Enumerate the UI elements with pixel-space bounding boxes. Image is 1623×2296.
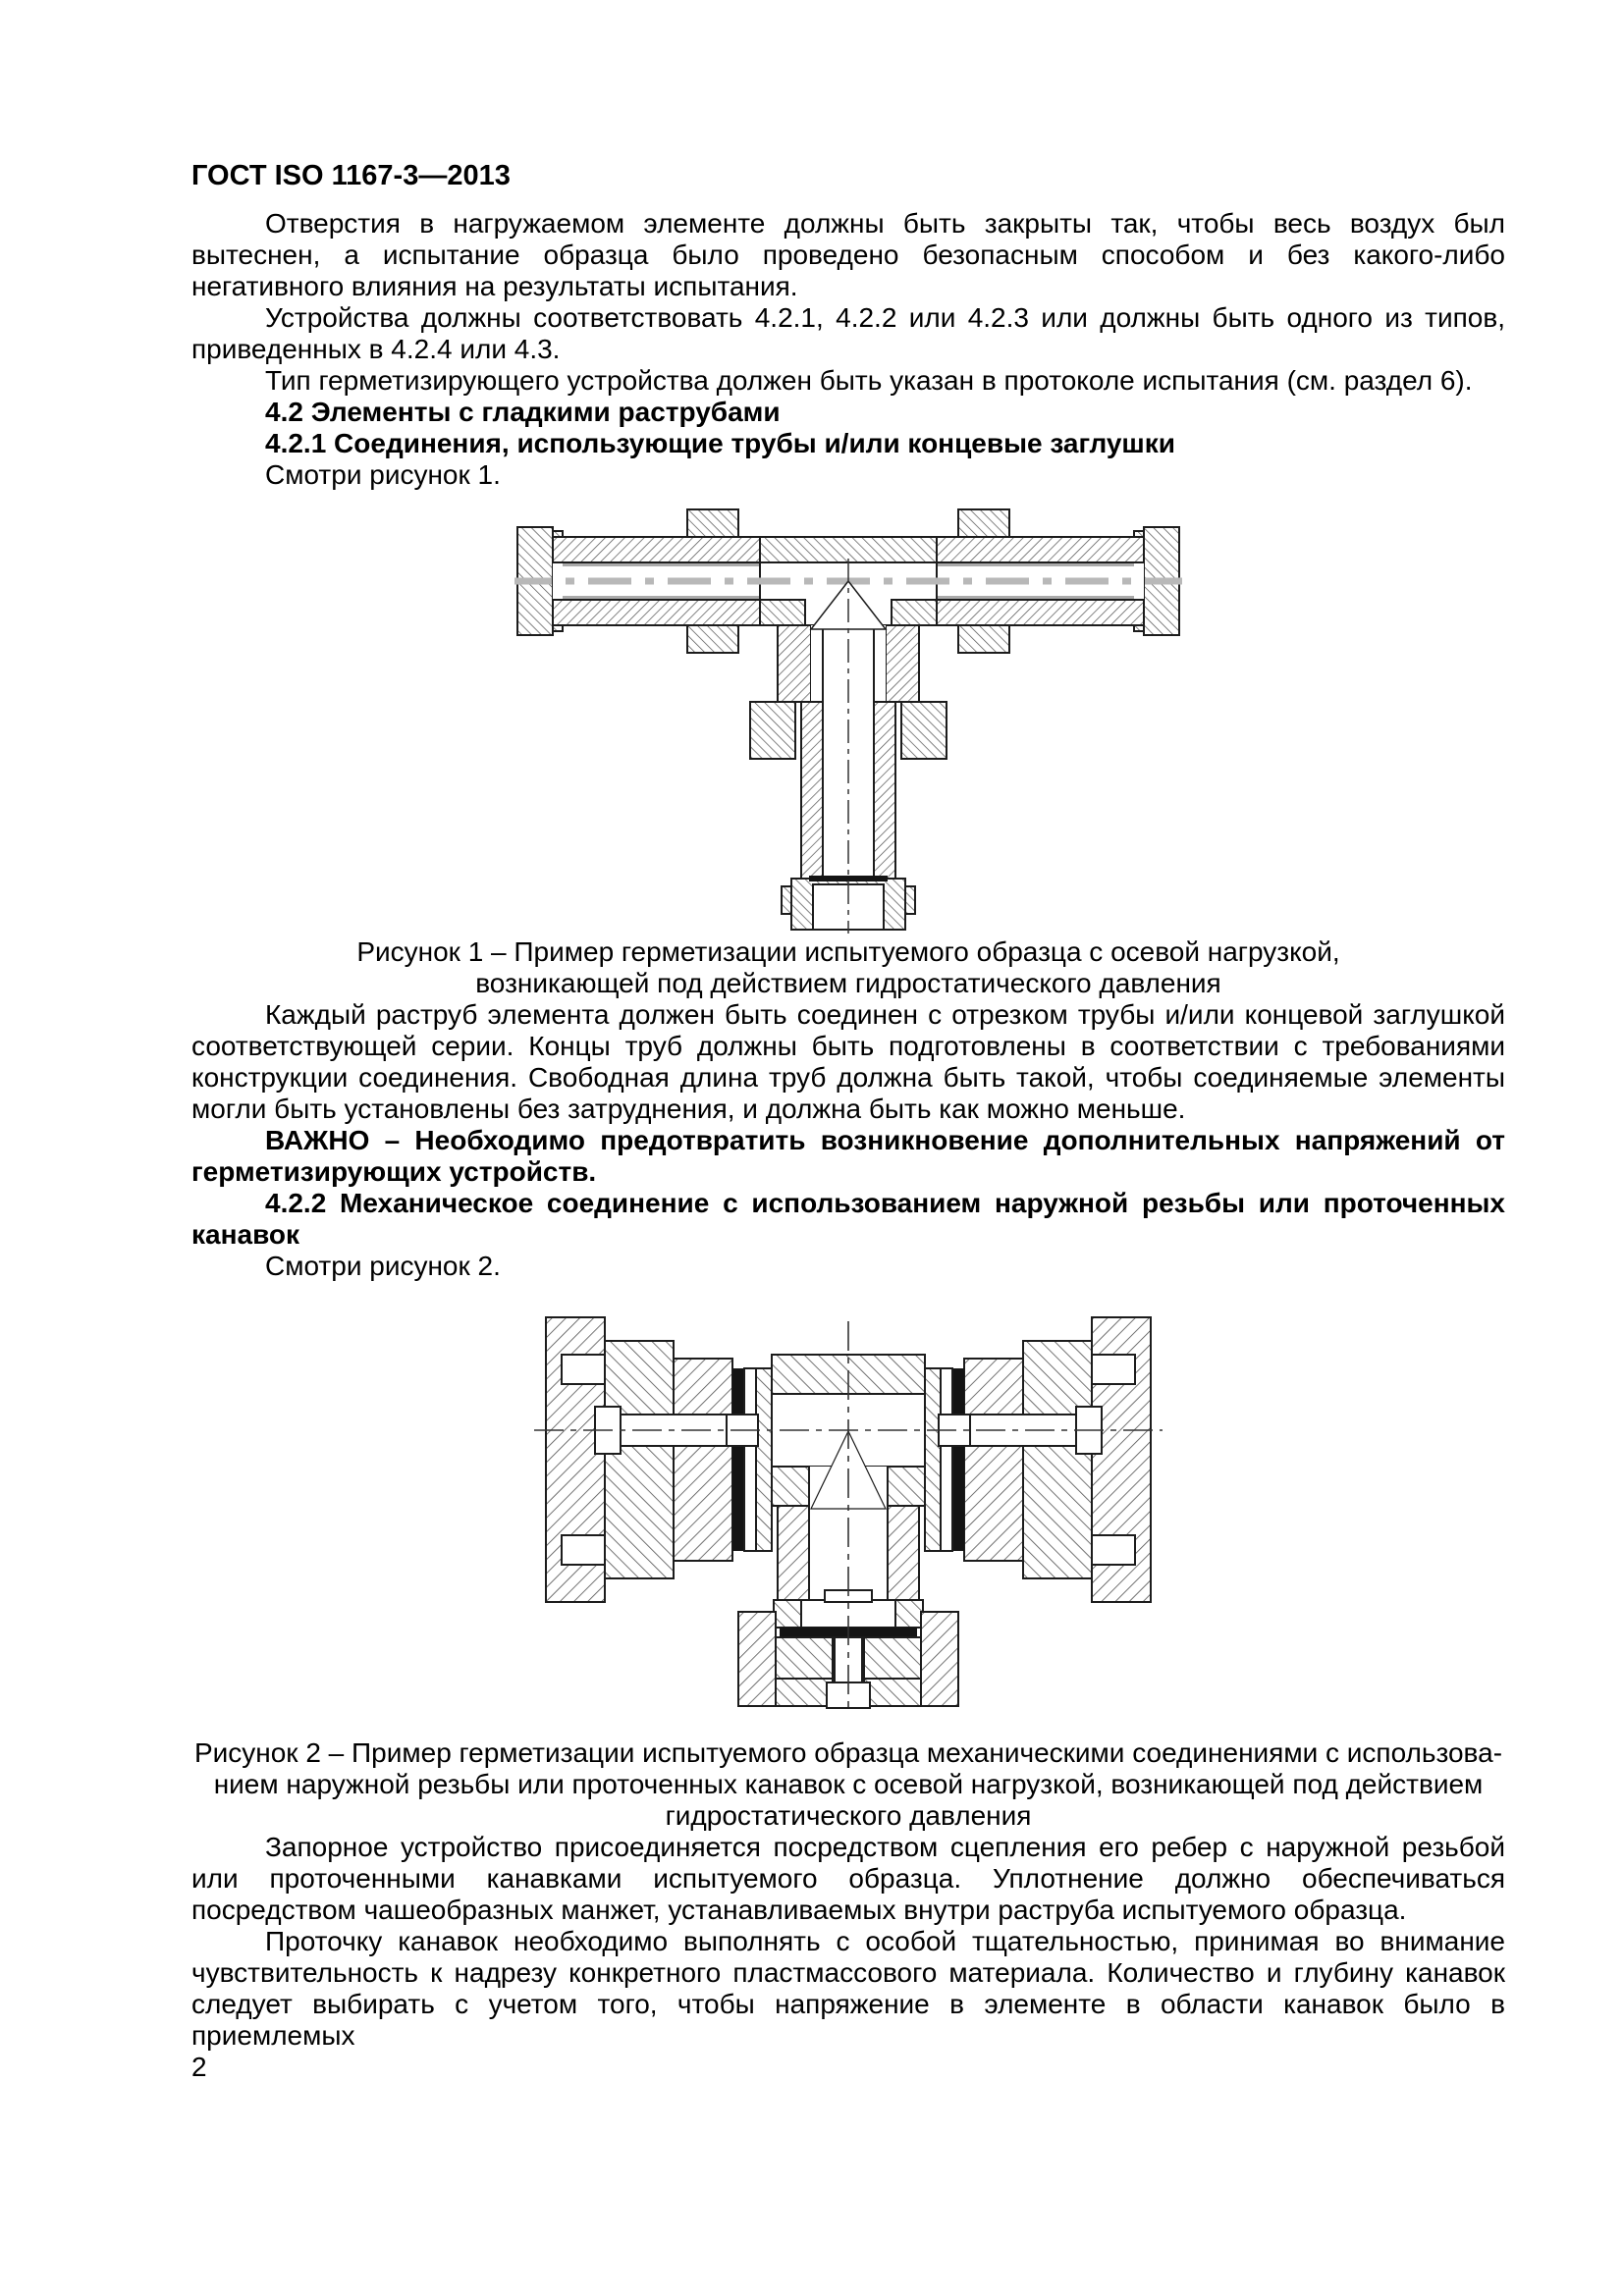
- paragraph-intro-2: Устройства должны соответствовать 4.2.1,…: [191, 302, 1505, 364]
- section-heading-4-2-1: 4.2.1 Соединения, использующие трубы и/и…: [265, 428, 1175, 458]
- figure-2-caption-line-2: нием наружной резьбы или проточенных кан…: [213, 1769, 1484, 1799]
- fig2-clamp-right: [924, 1316, 1152, 1603]
- figure-2-drawing: [534, 1316, 1163, 1712]
- paragraph-intro-1: Отверстия в нагружаемом элементе должны …: [191, 208, 1505, 301]
- figure-1-drawing: [514, 508, 1182, 934]
- paragraph-grooves: Проточку канавок необходимо выполнять с …: [191, 1926, 1505, 2051]
- page-content: ГОСТ ISO 1167-3—2013 Отверстия в нагружа…: [191, 160, 1505, 2083]
- figure-2: [191, 1308, 1505, 1712]
- fig2-clamp-left: [545, 1316, 773, 1603]
- figure-1: [191, 502, 1505, 934]
- figure-1-caption: Рисунок 1 – Пример герметизации испытуем…: [191, 936, 1505, 999]
- paragraph-see-figure-1: Смотри рисунок 1.: [265, 459, 501, 490]
- doc-header: ГОСТ ISO 1167-3—2013: [191, 160, 511, 191]
- page-number: 2: [191, 2052, 207, 2082]
- figure-2-caption-line-3: гидростатического давления: [665, 1800, 1032, 1831]
- figure-1-caption-line-1: Рисунок 1 – Пример герметизации испытуем…: [356, 936, 1340, 967]
- figure-2-caption-line-1: Рисунок 2 – Пример герметизации испытуем…: [193, 1737, 1503, 1768]
- paragraph-locking: Запорное устройство присоединяется посре…: [191, 1832, 1505, 1925]
- fig1-collars: [686, 508, 1010, 654]
- section-heading-4-2: 4.2 Элементы с гладкими раструбами: [265, 397, 781, 427]
- section-heading-4-2-2: 4.2.2 Механическое соединение с использо…: [191, 1188, 1505, 1250]
- fig1-stem: [749, 624, 947, 880]
- paragraph-intro-3: Тип герметизирующего устройства должен б…: [265, 365, 1473, 396]
- paragraph-important: ВАЖНО – Необходимо предотвратить возникн…: [191, 1125, 1505, 1187]
- paragraph-see-figure-2: Смотри рисунок 2.: [265, 1251, 501, 1281]
- paragraph-each-socket: Каждый раструб элемента должен быть соед…: [191, 999, 1505, 1124]
- figure-2-caption: Рисунок 2 – Пример герметизации испытуем…: [191, 1737, 1505, 1832]
- figure-1-caption-line-2: возникающей под действием гидростатическ…: [475, 968, 1221, 998]
